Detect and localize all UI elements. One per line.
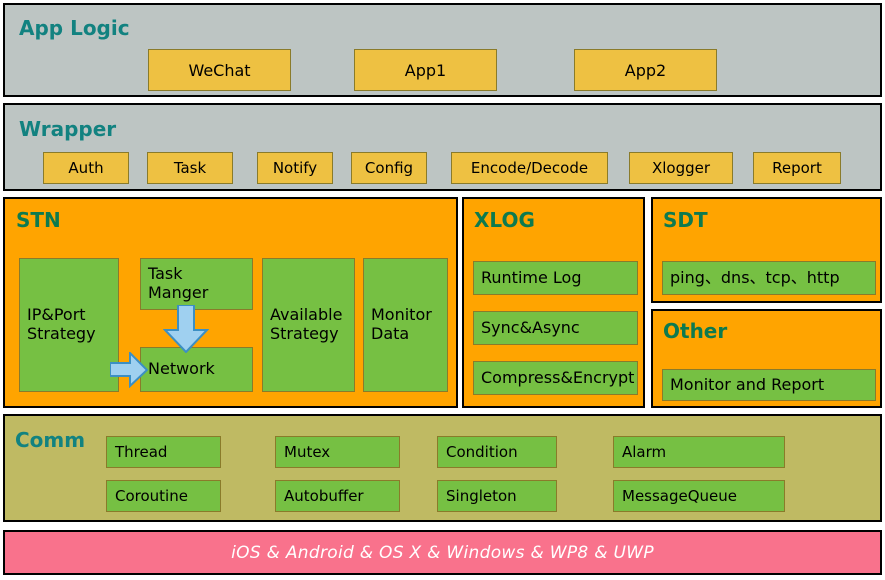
wrapper-box-xlogger[interactable]: Xlogger — [629, 152, 733, 184]
comm-box-coroutine[interactable]: Coroutine — [106, 480, 221, 512]
comm-box-messagequeue[interactable]: MessageQueue — [613, 480, 785, 512]
comm-box-thread[interactable]: Thread — [106, 436, 221, 468]
xlog-title: XLOG — [474, 208, 535, 232]
xlog-box-runtime-log[interactable]: Runtime Log — [473, 261, 638, 295]
xlog-box-sync-async[interactable]: Sync&Async — [473, 311, 638, 345]
platforms-label: iOS & Android & OS X & Windows & WP8 & U… — [231, 542, 654, 563]
wrapper-box-auth[interactable]: Auth — [43, 152, 129, 184]
comm-panel: Comm Thread Mutex Condition Alarm Corout… — [3, 414, 882, 522]
comm-box-singleton[interactable]: Singleton — [437, 480, 557, 512]
other-box-monitor-and-report[interactable]: Monitor and Report — [662, 369, 876, 401]
comm-box-autobuffer[interactable]: Autobuffer — [275, 480, 400, 512]
app-logic-panel: App Logic WeChat App1 App2 — [3, 3, 882, 97]
wrapper-box-task[interactable]: Task — [147, 152, 233, 184]
xlog-panel: XLOG Runtime Log Sync&Async Compress&Enc… — [462, 197, 645, 408]
stn-title: STN — [16, 208, 61, 232]
app-logic-box-wechat[interactable]: WeChat — [148, 49, 291, 91]
other-panel: Other Monitor and Report — [651, 309, 882, 408]
app-logic-box-app1[interactable]: App1 — [354, 49, 497, 91]
other-title: Other — [663, 319, 728, 343]
app-logic-box-app2[interactable]: App2 — [574, 49, 717, 91]
comm-title: Comm — [15, 428, 86, 452]
platforms-bar: iOS & Android & OS X & Windows & WP8 & U… — [3, 530, 882, 575]
xlog-box-compress-encrypt[interactable]: Compress&Encrypt — [473, 361, 638, 395]
app-logic-title: App Logic — [19, 16, 130, 40]
sdt-panel: SDT ping、dns、tcp、http — [651, 197, 882, 303]
arrow-right-icon — [110, 352, 148, 388]
wrapper-box-config[interactable]: Config — [351, 152, 427, 184]
sdt-box-protocols[interactable]: ping、dns、tcp、http — [662, 261, 876, 295]
stn-box-network[interactable]: Network — [140, 347, 253, 392]
wrapper-panel: Wrapper Auth Task Notify Config Encode/D… — [3, 103, 882, 191]
comm-box-condition[interactable]: Condition — [437, 436, 557, 468]
wrapper-box-notify[interactable]: Notify — [257, 152, 333, 184]
wrapper-title: Wrapper — [19, 117, 117, 141]
comm-box-alarm[interactable]: Alarm — [613, 436, 785, 468]
wrapper-box-encode-decode[interactable]: Encode/Decode — [451, 152, 608, 184]
comm-box-mutex[interactable]: Mutex — [275, 436, 400, 468]
app-logic-box-row: WeChat App1 App2 — [5, 49, 880, 93]
sdt-title: SDT — [663, 208, 708, 232]
wrapper-box-report[interactable]: Report — [753, 152, 841, 184]
arrow-down-icon — [163, 305, 209, 353]
